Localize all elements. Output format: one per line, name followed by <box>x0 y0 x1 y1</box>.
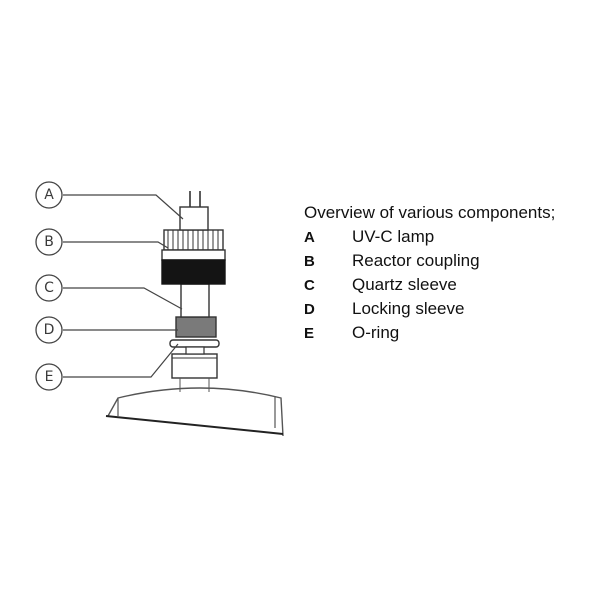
legend-key: A <box>304 228 315 246</box>
legend-row-c: C Quartz sleeve <box>304 273 594 297</box>
legend-row-e: E O-ring <box>304 321 594 345</box>
locking-sleeve <box>175 316 217 338</box>
callout-letter-c: C <box>44 280 54 296</box>
quartz-sleeve <box>180 283 210 318</box>
threaded-port <box>171 353 218 392</box>
reactor-coupling <box>161 229 226 285</box>
uvc-lamp <box>179 191 209 231</box>
legend-title: Overview of various components; <box>304 203 556 222</box>
callout-letter-e: E <box>45 369 54 385</box>
legend-label: Reactor coupling <box>352 251 480 270</box>
leader-lines <box>63 194 184 378</box>
callout-d: D <box>35 316 63 344</box>
legend-key: B <box>304 252 315 270</box>
legend-label: Locking sleeve <box>352 299 465 318</box>
o-ring <box>169 339 220 355</box>
legend-label: Quartz sleeve <box>352 275 457 294</box>
leader-line-c <box>63 287 183 310</box>
legend-label: UV-C lamp <box>352 227 435 246</box>
legend-key: C <box>304 276 315 294</box>
leader-line-a <box>63 194 184 220</box>
legend-key: E <box>304 324 315 342</box>
callout-c: C <box>35 274 63 302</box>
callout-letter-a: A <box>44 187 54 203</box>
reactor-base <box>105 387 284 437</box>
legend-row-d: D Locking sleeve <box>304 297 594 321</box>
leader-line-b <box>63 241 169 249</box>
leader-line-e <box>63 343 179 378</box>
callout-letter-b: B <box>44 234 54 250</box>
legend-key: D <box>304 300 315 318</box>
components-legend: Overview of various components; A UV-C l… <box>304 201 594 345</box>
legend-row-b: B Reactor coupling <box>304 249 594 273</box>
legend-row-a: A UV-C lamp <box>304 225 594 249</box>
callout-letter-d: D <box>44 322 55 338</box>
callout-a: A <box>35 181 63 209</box>
legend-label: O-ring <box>352 323 400 342</box>
callout-e: E <box>35 363 63 391</box>
callout-b: B <box>35 228 63 256</box>
